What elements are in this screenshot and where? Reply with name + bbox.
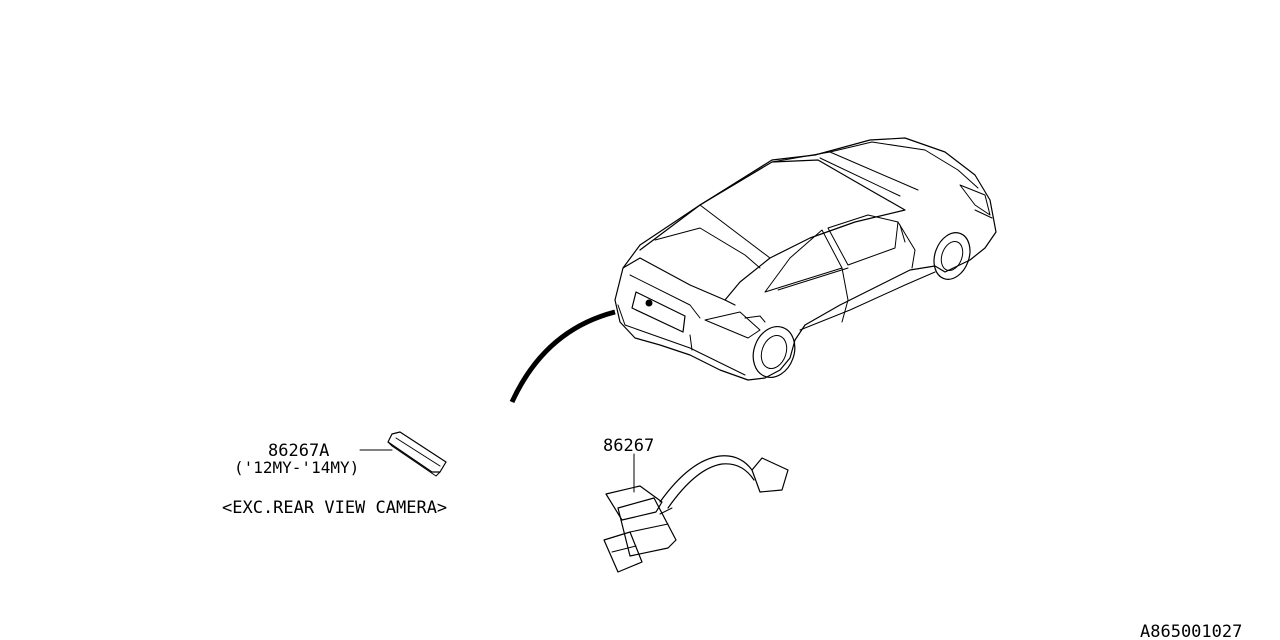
lens-cover-part	[387, 431, 447, 477]
diagram-code: A865001027	[1140, 622, 1242, 640]
part-number-86267a: 86267A	[268, 441, 329, 461]
location-dot	[645, 299, 653, 307]
vehicle-illustration	[614, 137, 997, 381]
part-number-86267: 86267	[603, 436, 654, 456]
applicability-note: <EXC.REAR VIEW CAMERA>	[222, 498, 447, 518]
license-lamp-part	[603, 455, 789, 573]
pointer-arrow	[509, 309, 616, 404]
part-note-model-years: ('12MY-'14MY)	[234, 458, 359, 477]
